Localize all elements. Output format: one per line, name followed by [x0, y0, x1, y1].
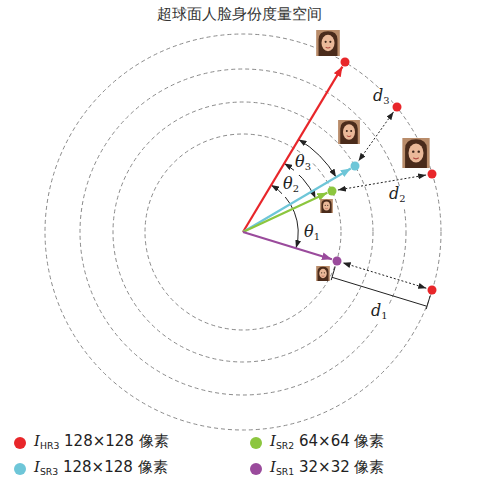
symbol-subscript: 3: [305, 161, 311, 172]
sr-point: [351, 162, 360, 171]
symbol-subscript: 1: [381, 310, 387, 321]
symbol-letter: d: [389, 184, 399, 203]
symbol-letter: d: [371, 301, 381, 320]
feature-arrow: [243, 67, 342, 232]
feature-vectors: [243, 67, 351, 260]
legend-swatch: [250, 437, 262, 449]
hr-point: [341, 58, 350, 67]
symbol-subscript: SR2: [276, 440, 294, 451]
hr-point: [428, 286, 437, 295]
distance-label: d1: [370, 303, 389, 324]
symbol-letter: θ: [295, 152, 305, 171]
face-image: [316, 266, 330, 281]
angle-label: θ1: [303, 224, 321, 245]
symbol-subscript: SR1: [276, 466, 294, 477]
text-rest: 128×128 像素: [59, 432, 168, 450]
sphere-circle: [80, 69, 406, 395]
angle-label: θ2: [282, 176, 300, 197]
symbol-subscript: 1: [314, 231, 320, 242]
symbol-letter: I: [270, 432, 276, 450]
legend-row: ISR3 128×128 像素: [14, 458, 168, 481]
symbol-subscript: 3: [383, 95, 389, 106]
feature-arrow: [243, 169, 351, 233]
text-rest: 64×64 像素: [294, 432, 384, 450]
sr-point: [328, 187, 337, 196]
symbol-letter: I: [34, 458, 40, 476]
face-image: [316, 30, 340, 56]
symbol-letter: d: [373, 86, 383, 105]
legend-row: IHR3 128×128 像素: [14, 432, 169, 455]
face-image: [402, 138, 429, 168]
distance-arrow: [338, 175, 426, 190]
distance-lines: [331, 112, 430, 309]
figure-title: 超球面人脸身份度量空间: [0, 5, 478, 24]
symbol-letter: θ: [304, 222, 314, 241]
sphere-circle: [113, 102, 373, 362]
legend-row: ISR1 32×32 像素: [250, 458, 385, 481]
legend-swatch: [14, 463, 26, 475]
angle-label: θ3: [294, 154, 312, 175]
symbol-subscript: 2: [399, 193, 405, 204]
hr-point: [428, 170, 437, 179]
symbol-letter: I: [270, 458, 276, 476]
legend-swatch: [14, 437, 26, 449]
sphere-circle: [145, 134, 341, 330]
legend-row: ISR2 64×64 像素: [250, 432, 385, 455]
face-image: [338, 120, 360, 144]
hr-point: [393, 103, 402, 112]
legend-text: ISR1 32×32 像素: [270, 458, 385, 481]
sphere-circle: [45, 34, 441, 430]
text-rest: 128×128 像素: [58, 458, 167, 476]
symbol-subscript: 2: [293, 183, 299, 194]
distance-arrow: [359, 112, 394, 161]
legend-text: ISR2 64×64 像素: [270, 432, 385, 455]
sr-point: [333, 257, 342, 266]
text-rest: 32×32 像素: [294, 458, 384, 476]
symbol-letter: θ: [283, 174, 293, 193]
distance-label: d3: [372, 88, 391, 109]
distance-label: d2: [388, 186, 407, 207]
symbol-letter: I: [34, 432, 40, 450]
face-image: [320, 199, 333, 213]
legend-text: ISR3 128×128 像素: [34, 458, 168, 481]
face-thumbnails: [316, 30, 429, 281]
symbol-subscript: SR3: [40, 466, 58, 477]
legend-swatch: [250, 463, 262, 475]
symbol-subscript: HR3: [40, 440, 59, 451]
legend-text: IHR3 128×128 像素: [34, 432, 169, 455]
feature-points: [328, 58, 437, 295]
hypersphere-circles: [45, 34, 441, 430]
